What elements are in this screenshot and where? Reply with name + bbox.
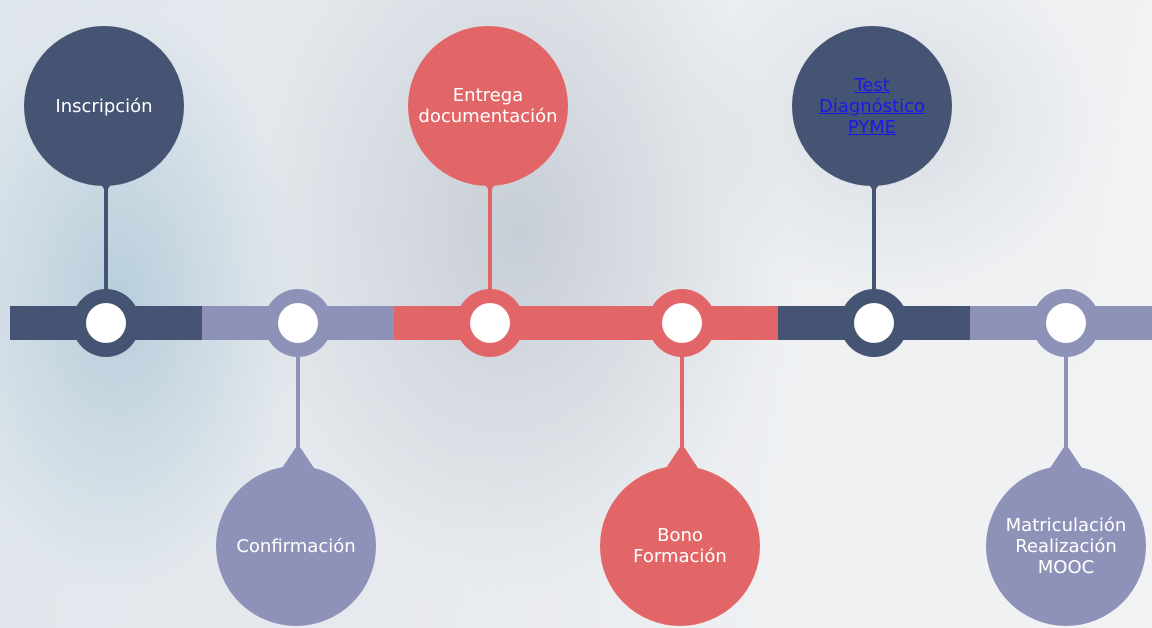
milestone-matriculacion: Matriculación Realización MOOC	[986, 466, 1146, 626]
milestone-inscripcion-label: Inscripción	[55, 95, 153, 117]
timeline-node-dot	[86, 303, 126, 343]
milestone-entrega: Entrega documentación	[408, 26, 568, 186]
timeline-node-bono	[648, 289, 716, 357]
timeline-node-dot	[1046, 303, 1086, 343]
timeline-node-dot	[278, 303, 318, 343]
milestone-entrega-label: Entrega documentación	[418, 85, 558, 127]
milestone-confirmacion: Confirmación	[216, 466, 376, 626]
milestone-test: Test Diagnóstico PYME	[792, 26, 952, 186]
connector-matriculacion	[1064, 340, 1068, 460]
connector-test	[872, 186, 876, 296]
timeline-node-confirmacion	[264, 289, 332, 357]
milestone-matriculacion-label: Matriculación Realización MOOC	[1005, 514, 1127, 578]
timeline-node-dot	[470, 303, 510, 343]
connector-inscripcion	[104, 186, 108, 296]
milestone-bono-label: Bono Formación	[633, 525, 727, 567]
milestone-confirmacion-label: Confirmación	[236, 535, 356, 557]
connector-entrega	[488, 186, 492, 296]
pointer-matriculacion	[1050, 444, 1082, 468]
timeline-node-dot	[854, 303, 894, 343]
timeline-node-test	[840, 289, 908, 357]
timeline-node-entrega	[456, 289, 524, 357]
connector-confirmacion	[296, 340, 300, 460]
connector-bono	[680, 340, 684, 460]
pointer-confirmacion	[282, 444, 314, 468]
pointer-bono	[666, 444, 698, 468]
timeline-node-inscripcion	[72, 289, 140, 357]
milestone-inscripcion: Inscripción	[24, 26, 184, 186]
timeline-node-dot	[662, 303, 702, 343]
test-diagnostico-link[interactable]: Test Diagnóstico PYME	[818, 74, 926, 138]
timeline-node-matriculacion	[1032, 289, 1100, 357]
milestone-bono: Bono Formación	[600, 466, 760, 626]
